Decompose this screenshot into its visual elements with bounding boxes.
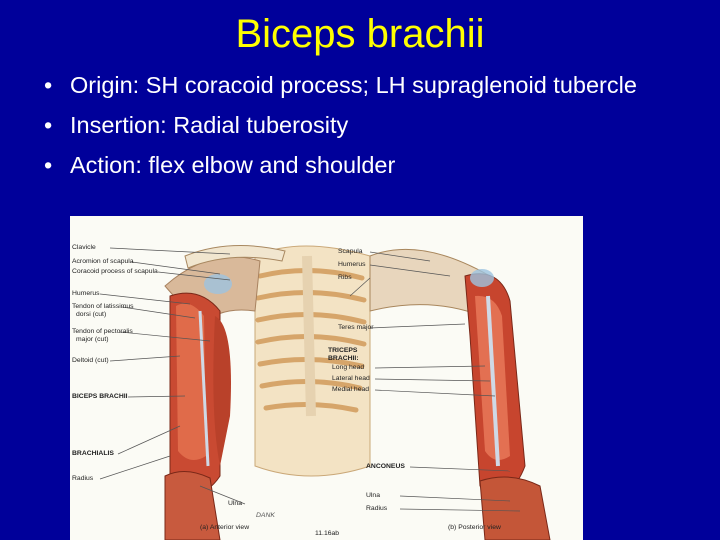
label-teres-major: Teres major [338, 324, 374, 331]
label-humerus: Humerus [72, 290, 100, 297]
label-ulna-right: Ulna [366, 492, 380, 499]
label-radius-left: Radius [72, 475, 94, 482]
label-anconeus: ANCONEUS [366, 463, 405, 470]
anatomy-illustration [99, 245, 551, 540]
label-clavicle: Clavicle [72, 244, 96, 251]
label-tendon-latissimus: Tendon of latissimus [72, 303, 134, 310]
anatomy-figure: Clavicle Acromion of scapula Coracoid pr… [70, 216, 583, 540]
label-deltoid-cut: Deltoid (cut) [72, 357, 109, 364]
artist-signature: DANK [256, 512, 275, 519]
label-triceps: TRICEPS [328, 347, 358, 354]
label-biceps-brachii: BICEPS BRACHII [72, 393, 128, 400]
bullet-list: Origin: SH coracoid process; LH supragle… [40, 72, 700, 192]
label-long-head: Long head [332, 364, 365, 371]
bullet-action: Action: flex elbow and shoulder [40, 152, 700, 179]
slide-title: Biceps brachii [235, 12, 485, 56]
label-coracoid: Coracoid process of scapula [72, 268, 158, 275]
label-brachialis: BRACHIALIS [72, 450, 114, 457]
bullet-origin: Origin: SH coracoid process; LH supragle… [40, 72, 700, 99]
label-humerus-right: Humerus [338, 261, 366, 268]
caption-anterior: (a) Anterior view [200, 524, 250, 531]
label-latissimus-cut: dorsi (cut) [76, 311, 107, 318]
ribcage-drawing [254, 245, 371, 477]
label-ulna-left: Ulna [228, 500, 242, 507]
label-pectoralis-cut: major (cut) [76, 336, 109, 343]
label-radius-right: Radius [366, 505, 388, 512]
label-scapula: Scapula [338, 248, 363, 255]
label-triceps-brachii: BRACHII: [328, 355, 359, 362]
label-lateral-head: Lateral head [332, 375, 370, 382]
label-ribs: Ribs [338, 274, 352, 281]
bullet-insertion: Insertion: Radial tuberosity [40, 112, 700, 139]
label-tendon-pectoralis: Tendon of pectoralis [72, 328, 133, 335]
posterior-arm-drawing [369, 248, 551, 540]
label-acromion: Acromion of scapula [72, 258, 134, 265]
caption-posterior: (b) Posterior view [448, 524, 501, 531]
figure-number: 11.16ab [315, 530, 340, 537]
label-medial-head: Medial head [332, 386, 370, 393]
